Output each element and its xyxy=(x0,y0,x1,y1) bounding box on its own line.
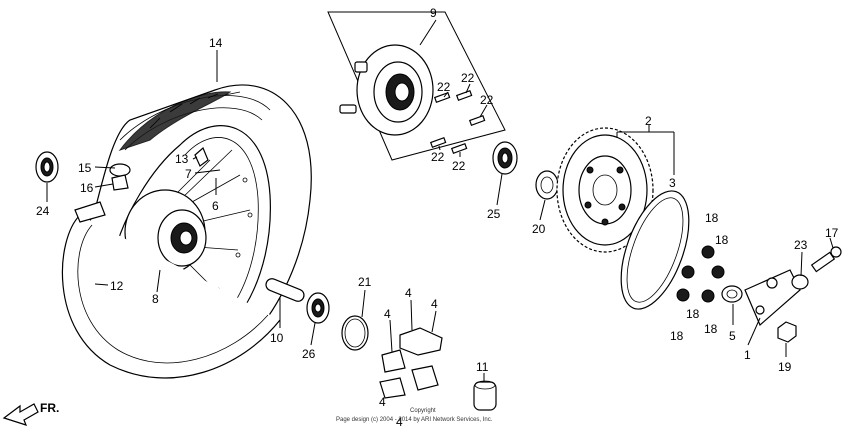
bolt-17 xyxy=(810,246,842,273)
nut-23 xyxy=(791,274,809,290)
callout-22b: 22 xyxy=(437,80,451,94)
callout-18b: 18 xyxy=(715,233,729,247)
bearing-25 xyxy=(492,141,518,175)
callout-18d: 18 xyxy=(686,307,700,321)
collar-11 xyxy=(473,380,497,411)
callout-15: 15 xyxy=(78,161,92,175)
copyright-line-2: Page design (c) 2004 - 2014 by ARI Netwo… xyxy=(336,417,493,423)
copyright-line-1: Copyright xyxy=(410,408,436,414)
dampers-4 xyxy=(379,327,443,399)
nut-19 xyxy=(777,321,797,343)
callout-6: 6 xyxy=(212,199,219,213)
front-direction-arrow-icon xyxy=(2,403,39,426)
callout-13: 13 xyxy=(175,152,189,166)
callout-20: 20 xyxy=(532,222,546,236)
callout-24: 24 xyxy=(36,204,50,218)
front-direction-label: FR. xyxy=(40,401,59,415)
callout-22c: 22 xyxy=(480,93,494,107)
callout-18e: 18 xyxy=(704,322,718,336)
callout-19: 19 xyxy=(778,360,792,374)
callout-3: 3 xyxy=(669,176,676,190)
nuts-18 xyxy=(676,245,725,303)
oil-seal-20 xyxy=(535,170,559,200)
callout-10: 10 xyxy=(270,331,284,345)
callout-labels: 14 9 2 3 15 16 13 7 6 8 24 12 10 26 21 4… xyxy=(36,6,839,429)
callout-16: 16 xyxy=(80,181,94,195)
callout-18a: 18 xyxy=(705,211,719,225)
callout-22d: 22 xyxy=(431,150,445,164)
bearing-24 xyxy=(35,151,59,183)
callout-1: 1 xyxy=(744,348,751,362)
callout-17: 17 xyxy=(825,226,839,240)
o-ring-21 xyxy=(341,315,369,351)
callout-4a: 4 xyxy=(405,286,412,300)
callout-23: 23 xyxy=(794,238,808,252)
callout-4b: 4 xyxy=(431,297,438,311)
callout-4c: 4 xyxy=(384,307,391,321)
sprocket-flange-assembly xyxy=(327,11,506,161)
callout-22e: 22 xyxy=(452,159,466,173)
collar-5 xyxy=(721,285,743,303)
collar-10 xyxy=(265,278,305,302)
callout-4d: 4 xyxy=(379,395,386,409)
callout-11: 11 xyxy=(476,360,489,374)
studs-22 xyxy=(429,89,486,154)
valve-parts xyxy=(109,146,209,191)
callout-26: 26 xyxy=(302,347,316,361)
callout-25: 25 xyxy=(487,207,501,221)
callout-14: 14 xyxy=(209,36,223,50)
callout-12: 12 xyxy=(110,279,124,293)
driven-sprocket xyxy=(556,127,654,253)
bearing-26 xyxy=(306,292,330,324)
drive-chain-ring xyxy=(620,190,690,310)
leader-lines xyxy=(46,19,834,382)
callout-8: 8 xyxy=(152,292,159,306)
callout-21: 21 xyxy=(358,275,372,289)
inner-tube xyxy=(61,201,281,379)
callout-9: 9 xyxy=(430,6,437,20)
callout-22a: 22 xyxy=(461,71,475,85)
callout-4e: 4 xyxy=(396,415,403,429)
callout-2: 2 xyxy=(645,114,652,128)
callout-18c: 18 xyxy=(670,329,684,343)
callout-7: 7 xyxy=(185,167,192,181)
adjuster-arm xyxy=(744,269,801,326)
callout-5: 5 xyxy=(729,329,736,343)
